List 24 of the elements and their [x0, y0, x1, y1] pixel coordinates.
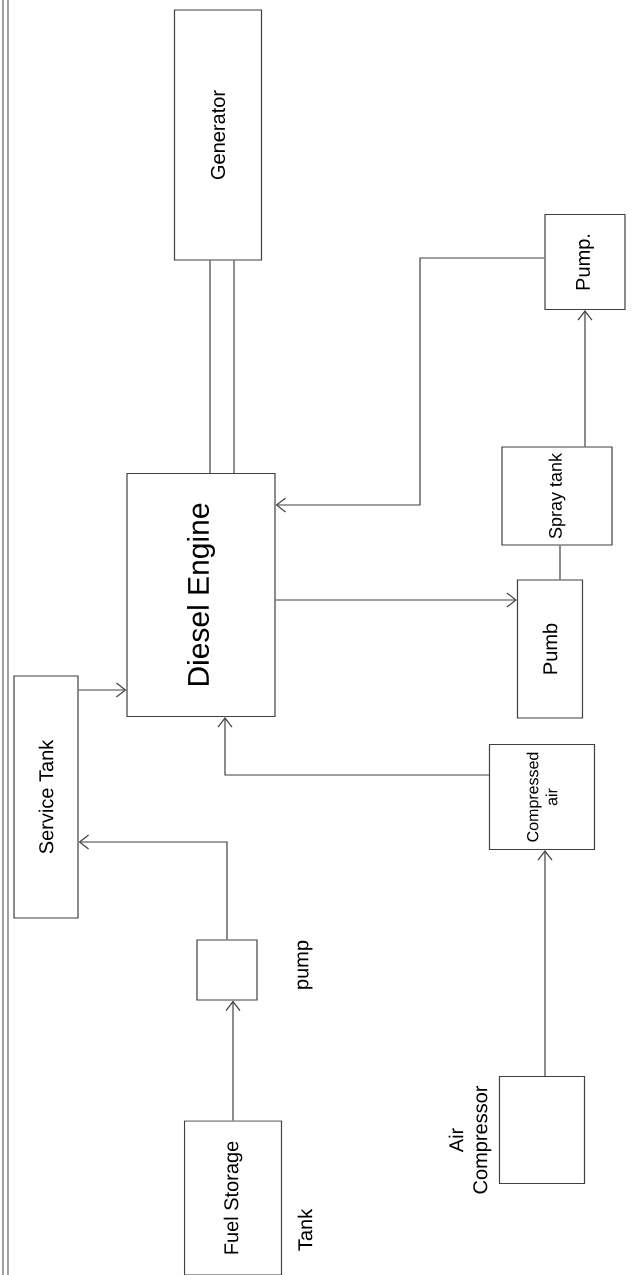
process-box: Generator [173, 9, 263, 261]
arrow [577, 310, 593, 447]
arrow [537, 850, 553, 1077]
side-label: Tank [297, 1208, 313, 1251]
empty-box [498, 1075, 586, 1185]
connector-line [233, 260, 235, 474]
empty-box [196, 939, 258, 1001]
side-label: Air Compressor [448, 1085, 492, 1194]
process-box: Spray tank [501, 446, 613, 546]
arrow [275, 257, 545, 513]
side-label: pump [297, 940, 313, 989]
arrow [78, 834, 228, 940]
arrow [78, 682, 127, 698]
arrow [217, 717, 490, 776]
process-box: Diesel Engine [126, 472, 276, 718]
arrow [225, 1000, 241, 1121]
process-box: Compressed air [488, 743, 596, 851]
process-box: Pumb [516, 579, 584, 719]
connector-line [559, 545, 561, 580]
process-box: Service Tank [13, 675, 79, 919]
process-box: Pump. [544, 213, 626, 311]
arrow [275, 592, 517, 608]
connector-line [209, 260, 211, 474]
process-box: Fuel Storage [183, 1120, 283, 1275]
